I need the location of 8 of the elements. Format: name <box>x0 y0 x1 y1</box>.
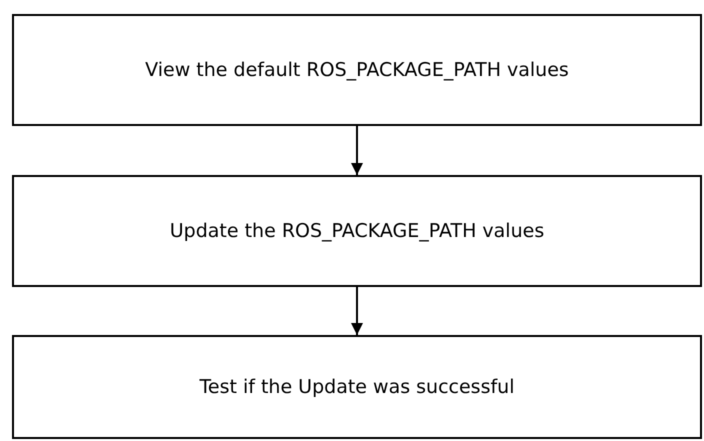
process-box <box>12 175 702 287</box>
arrow <box>351 126 363 175</box>
step-label: View the default ROS_PACKAGE_PATH values <box>145 59 569 81</box>
step-label: Update the ROS_PACKAGE_PATH values <box>170 220 544 242</box>
arrow <box>351 287 363 335</box>
process-box <box>12 14 702 126</box>
process-box <box>12 335 702 439</box>
step-label: Test if the Update was successful <box>200 376 514 398</box>
